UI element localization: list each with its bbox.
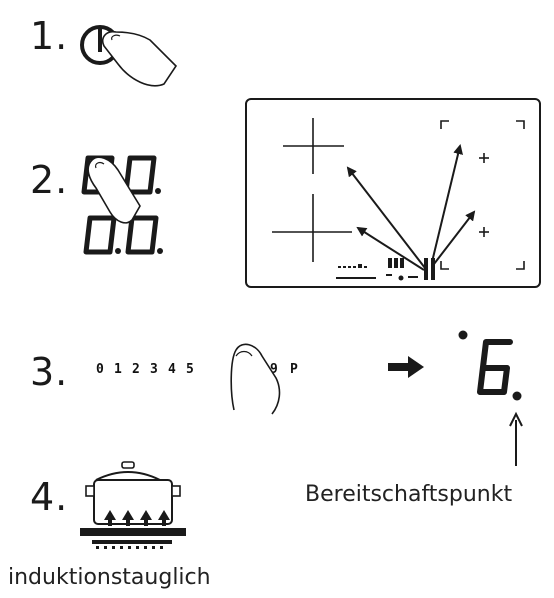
step-3-number: 3. (30, 350, 69, 394)
power-level-9: 9 (270, 362, 278, 377)
step-4-number: 4. (30, 475, 69, 519)
step-1-number: 1. (30, 14, 69, 58)
step-2-number: 2. (30, 158, 69, 202)
power-level-2: 2 (132, 362, 140, 377)
power-level-3: 3 (150, 362, 158, 377)
right-arrow-icon (388, 356, 424, 378)
induction-pot-icon (80, 461, 186, 549)
standby-point-dot (512, 391, 522, 401)
finger-press-icon (230, 343, 281, 415)
induction-suitable-label: induktionstauglich (8, 565, 211, 590)
finger-press-icon (87, 156, 141, 224)
segment-digit-six (477, 339, 513, 395)
power-level-p: P (290, 362, 298, 377)
cooktop-panel (245, 98, 541, 288)
power-level-5: 5 (186, 362, 194, 377)
segment-display-bottom (83, 215, 159, 255)
indicator-dot (458, 330, 468, 340)
power-level-0: 0 (96, 362, 104, 377)
finger-press-icon (101, 30, 178, 87)
control-strip (336, 258, 435, 281)
power-level-1: 1 (114, 362, 122, 377)
power-level-4: 4 (168, 362, 176, 377)
standby-point-label: Bereitschaftspunkt (305, 482, 513, 507)
